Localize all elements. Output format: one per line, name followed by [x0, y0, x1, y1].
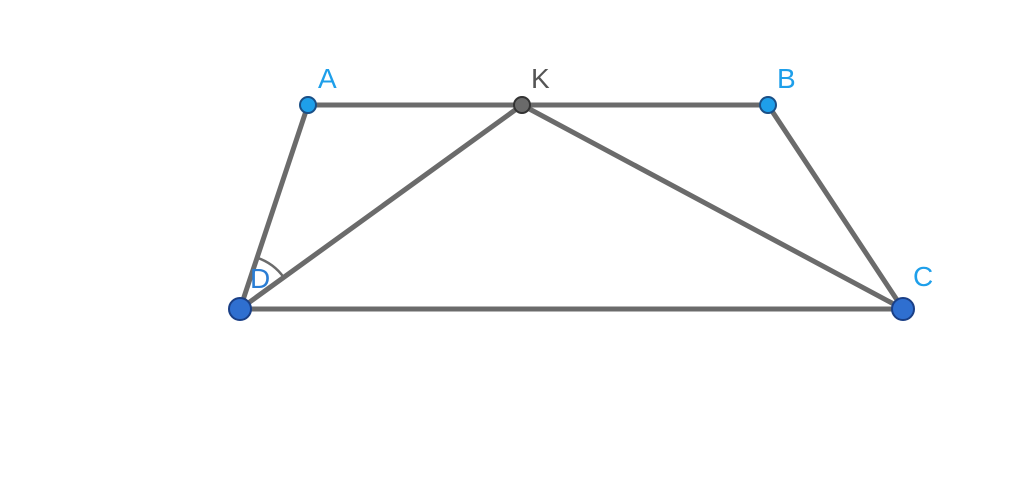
- point-c[interactable]: [891, 297, 915, 321]
- point-a[interactable]: [299, 96, 317, 114]
- segment-bc: [765, 102, 906, 312]
- label-c: C: [913, 261, 933, 292]
- angle-mark-adk: [256, 256, 285, 279]
- label-d: D: [250, 263, 270, 294]
- segment-dk: [237, 102, 525, 312]
- segment-ad: [237, 102, 311, 312]
- label-a: A: [318, 63, 337, 94]
- point-k[interactable]: [513, 96, 531, 114]
- point-b[interactable]: [759, 96, 777, 114]
- point-d[interactable]: [228, 297, 252, 321]
- segment-kc: [519, 102, 906, 312]
- label-b: B: [777, 63, 796, 94]
- label-k: K: [531, 63, 550, 94]
